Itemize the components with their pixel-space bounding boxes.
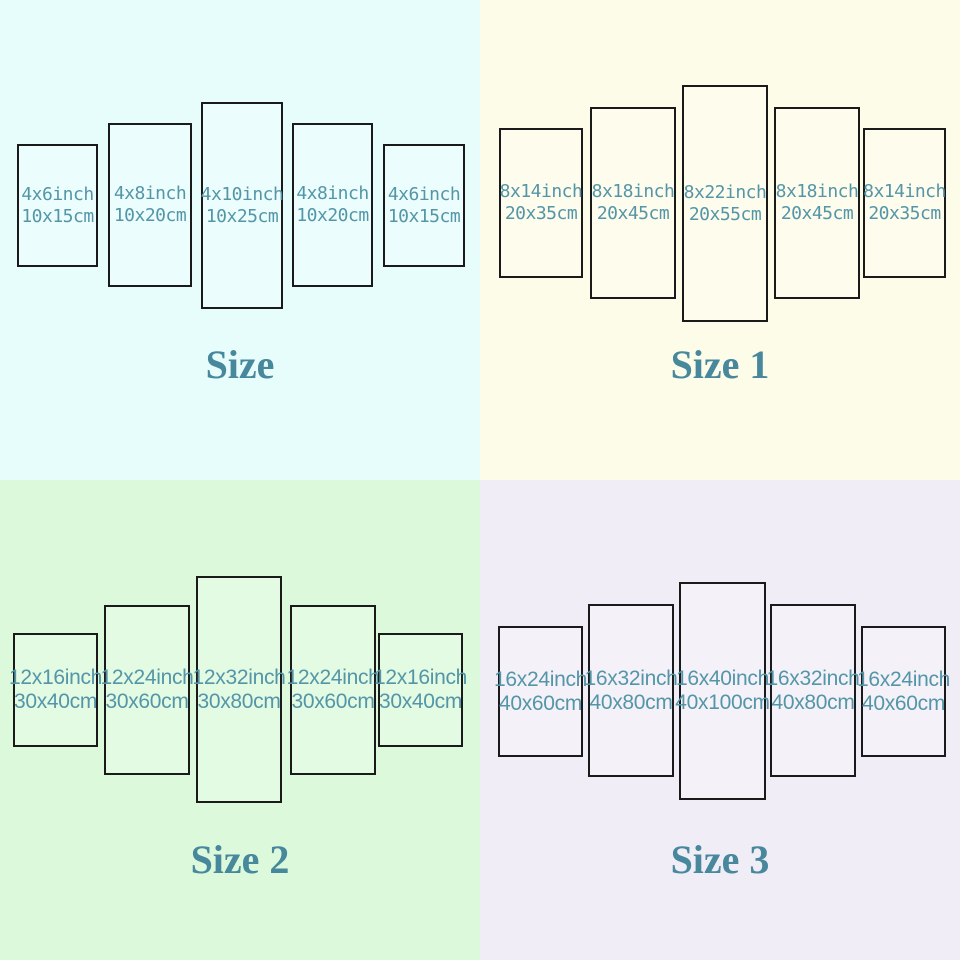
canvas-panel: 4x8inch 10x20cm <box>292 123 373 287</box>
canvas-panel: 16x24inch 40x60cm <box>857 626 950 757</box>
panel-size-cm-label: 30x60cm <box>291 690 375 713</box>
canvas-panel: 4x8inch 10x20cm <box>108 123 192 287</box>
panel-label: 4x6inch 10x15cm <box>387 183 461 228</box>
panel-size-cm-label: 10x20cm <box>296 205 369 226</box>
canvas-panel: 16x40inch 40x100cm <box>675 582 770 800</box>
panel-label: 8x14inch 20x35cm <box>500 181 583 225</box>
panel-size-inch-label: 12x24inch <box>286 666 380 690</box>
panel-size-inch-label: 4x6inch <box>387 183 461 205</box>
canvas-panel: 16x32inch 40x80cm <box>584 604 678 777</box>
canvas-panel: 4x10inch 10x25cm <box>201 102 284 309</box>
canvas-panel: 12x16inch 30x40cm <box>9 633 102 747</box>
panel-size-cm-label: 10x15cm <box>387 205 461 227</box>
panel-size-cm-label: 30x40cm <box>378 690 463 713</box>
panel-label: 8x18inch 20x45cm <box>776 181 859 225</box>
panel-size-inch-label: 8x18inch <box>775 181 859 203</box>
panel-size-inch-label: 16x32inch <box>584 666 678 690</box>
panel-size-cm-label: 40x60cm <box>861 691 946 715</box>
canvas-panel: 12x32inch 30x80cm <box>192 576 286 803</box>
panel-size-cm-label: 10x20cm <box>113 205 187 226</box>
panel-label: 4x10inch 10x25cm <box>201 184 284 228</box>
panel-size-cm-label: 40x80cm <box>771 690 855 714</box>
panel-label: 12x24inch 30x60cm <box>286 666 379 714</box>
panel-label: 12x32inch 30x80cm <box>192 666 285 714</box>
panel-size-inch-label: 12x24inch <box>100 666 194 690</box>
panel-label: 4x6inch 10x15cm <box>21 183 94 228</box>
panel-size-cm-label: 20x35cm <box>868 203 941 224</box>
quadrant-size-3: 16x24inch 40x60cm 16x32inch 40x80cm 16x4… <box>480 480 960 960</box>
panel-size-inch-label: 4x10inch <box>200 183 284 205</box>
canvas-panel: 8x14inch 20x35cm <box>863 128 946 278</box>
panel-label: 16x40inch 40x100cm <box>675 667 770 715</box>
panel-size-inch-label: 4x6inch <box>21 183 94 205</box>
panel-size-cm-label: 40x60cm <box>498 691 583 715</box>
canvas-panel: 8x22inch 20x55cm <box>682 85 768 322</box>
canvas-panel: 8x18inch 20x45cm <box>774 107 860 299</box>
panel-label: 12x24inch 30x60cm <box>100 666 193 714</box>
panel-size-cm-label: 30x40cm <box>13 690 98 713</box>
canvas-panel: 8x14inch 20x35cm <box>499 128 583 278</box>
canvas-panel: 12x24inch 30x60cm <box>100 605 194 775</box>
panel-label: 16x32inch 40x80cm <box>584 667 677 715</box>
panel-size-cm-label: 10x25cm <box>205 205 279 227</box>
panel-size-inch-label: 4x8inch <box>296 183 369 205</box>
panel-size-inch-label: 12x16inch <box>373 666 468 690</box>
canvas-panel: 4x6inch 10x15cm <box>383 144 465 267</box>
panel-size-inch-label: 16x40inch <box>675 667 770 691</box>
panel-size-inch-label: 4x8inch <box>113 183 187 205</box>
quadrant-title: Size 3 <box>670 837 770 882</box>
quadrant-title: Size 2 <box>190 837 290 882</box>
quadrant-title: Size 1 <box>670 342 770 387</box>
panel-label: 16x24inch 40x60cm <box>857 668 950 716</box>
quadrant-size: 4x6inch 10x15cm 4x8inch 10x20cm 4x10inch… <box>0 0 480 480</box>
panel-size-cm-label: 40x80cm <box>589 690 673 714</box>
canvas-panel: 8x18inch 20x45cm <box>590 107 676 299</box>
panel-size-cm-label: 10x15cm <box>21 205 94 227</box>
panel-label: 8x14inch 20x35cm <box>863 181 946 225</box>
panel-size-inch-label: 16x24inch <box>856 667 951 691</box>
panel-size-inch-label: 16x24inch <box>493 667 588 691</box>
panel-label: 12x16inch 30x40cm <box>9 666 102 714</box>
panel-label: 4x8inch 10x20cm <box>296 183 369 227</box>
panel-label: 4x8inch 10x20cm <box>113 183 187 227</box>
quadrant-size-2: 12x16inch 30x40cm 12x24inch 30x60cm 12x3… <box>0 480 480 960</box>
panel-size-cm-label: 20x35cm <box>504 203 578 224</box>
quadrant-size-1: 8x14inch 20x35cm 8x18inch 20x45cm 8x22in… <box>480 0 960 480</box>
panel-size-cm-label: 30x80cm <box>197 689 281 713</box>
canvas-panel: 12x16inch 30x40cm <box>374 633 467 747</box>
panel-size-cm-label: 40x100cm <box>675 691 770 714</box>
quadrant-title: Size <box>205 342 275 387</box>
canvas-panel: 16x32inch 40x80cm <box>766 604 860 777</box>
panel-label: 8x18inch 20x45cm <box>592 181 675 225</box>
panel-size-inch-label: 8x14inch <box>863 181 946 203</box>
panel-label: 16x24inch 40x60cm <box>494 668 587 716</box>
panel-label: 12x16inch 30x40cm <box>374 666 467 714</box>
panel-size-inch-label: 12x32inch <box>192 665 286 689</box>
canvas-panel: 4x6inch 10x15cm <box>17 144 98 267</box>
panel-size-cm-label: 20x55cm <box>688 203 762 225</box>
panel-size-inch-label: 8x18inch <box>591 181 675 203</box>
canvas-panel: 16x24inch 40x60cm <box>494 626 587 757</box>
panel-label: 16x32inch 40x80cm <box>766 667 859 715</box>
canvas-panel: 12x24inch 30x60cm <box>286 605 380 775</box>
panel-size-cm-label: 30x60cm <box>105 690 189 713</box>
panel-size-inch-label: 8x14inch <box>499 181 583 203</box>
panel-size-cm-label: 20x45cm <box>780 203 854 224</box>
panel-size-inch-label: 12x16inch <box>8 666 103 690</box>
panel-size-inch-label: 8x22inch <box>683 181 767 203</box>
panel-size-inch-label: 16x32inch <box>766 666 860 690</box>
panel-label: 8x22inch 20x55cm <box>684 182 767 226</box>
panel-size-cm-label: 20x45cm <box>596 203 670 224</box>
